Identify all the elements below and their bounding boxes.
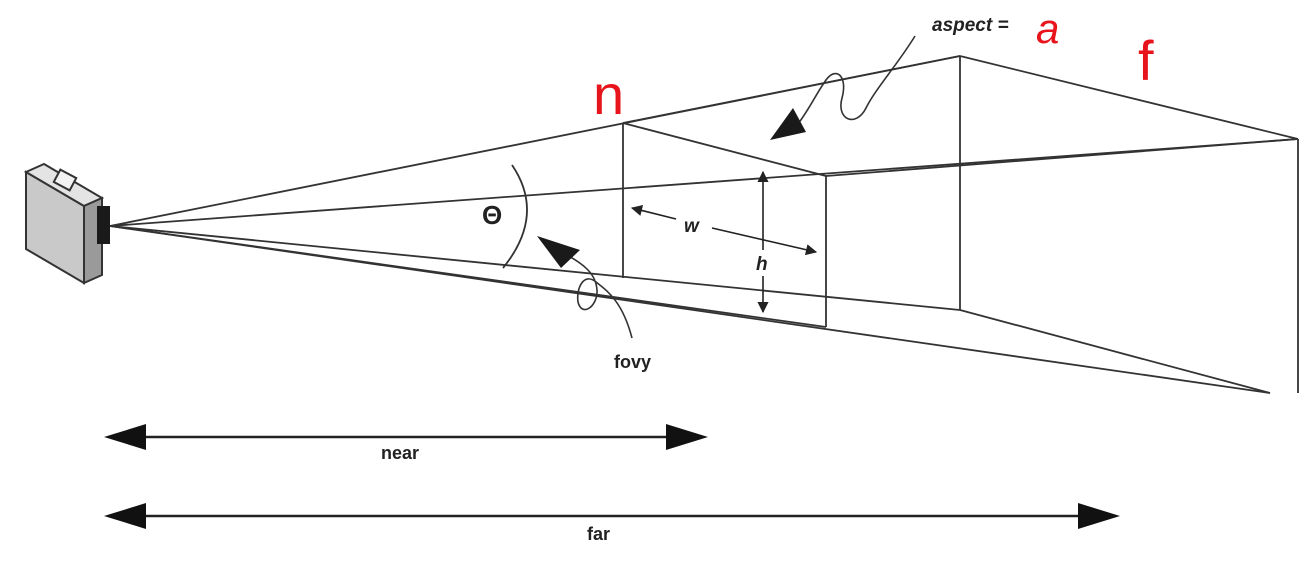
height-label: h	[756, 254, 768, 275]
aspect-pointer	[770, 35, 916, 140]
width-label: w	[684, 216, 700, 237]
near-plane-label: n	[593, 63, 624, 126]
fov-angle-arc	[502, 164, 528, 269]
fovy-pointer	[537, 236, 633, 339]
frustum-rays	[109, 55, 1299, 394]
far-distance-arrow	[104, 503, 1120, 529]
near-label: near	[381, 443, 419, 463]
camera-icon	[23, 162, 110, 285]
theta-label: Θ	[482, 200, 502, 230]
width-dimension	[630, 205, 818, 256]
far-label: far	[587, 524, 610, 544]
aspect-variable: a	[1036, 5, 1059, 52]
fovy-label: fovy	[614, 352, 651, 372]
far-plane-label: f	[1138, 29, 1154, 92]
aspect-label: aspect =	[932, 15, 1009, 36]
far-plane	[622, 55, 1299, 394]
near-distance-arrow	[104, 424, 708, 450]
near-plane	[622, 122, 827, 327]
